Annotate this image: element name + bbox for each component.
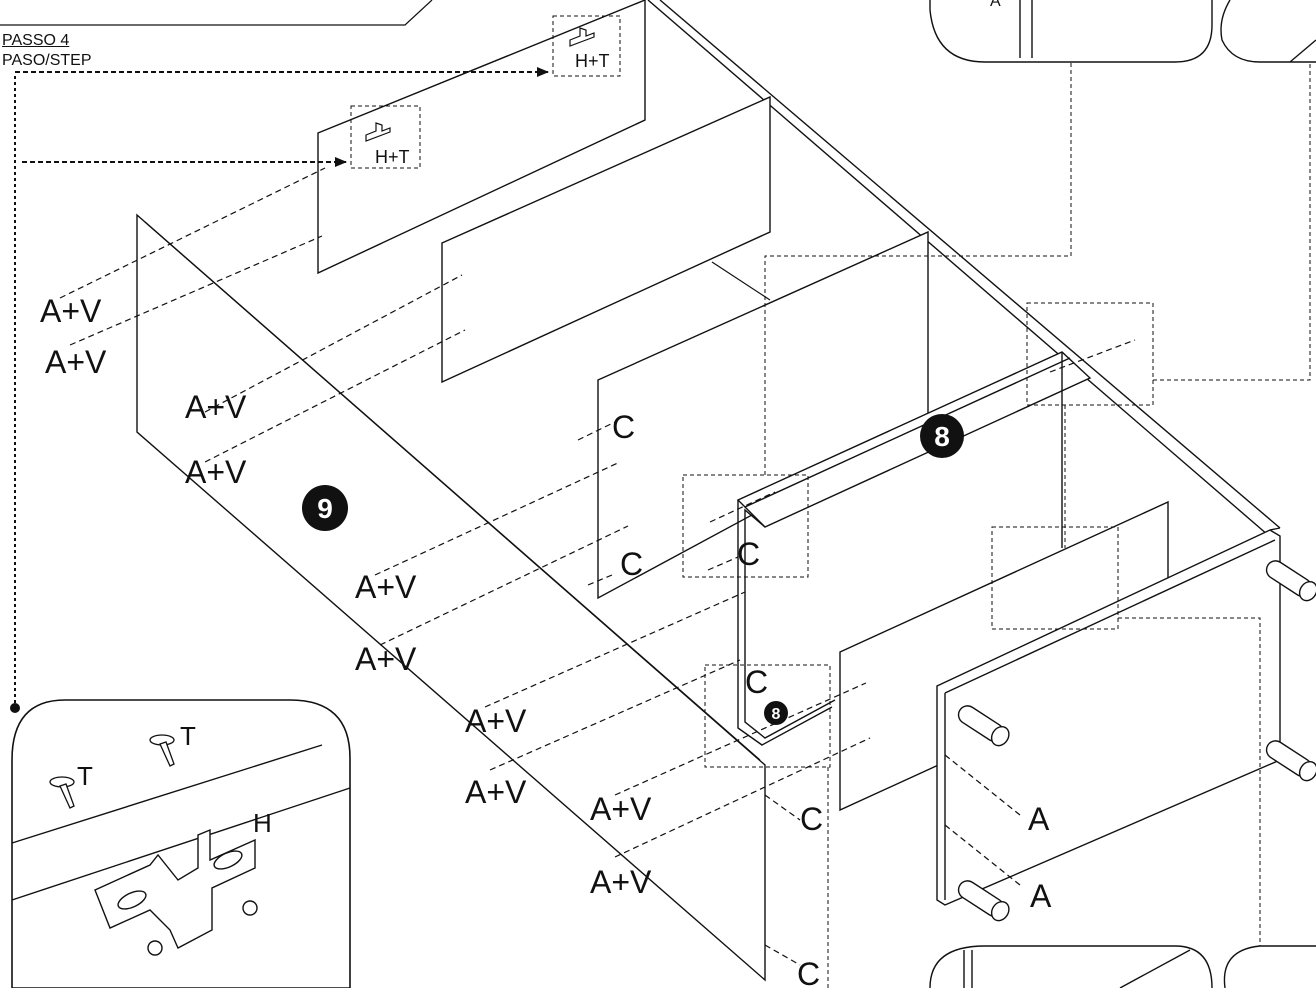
shelf-8 xyxy=(736,351,1092,548)
dowel-glue-label: A+V xyxy=(355,569,417,605)
front-c-frame xyxy=(737,500,836,746)
hinge-small-icon xyxy=(365,27,595,142)
screw-icon xyxy=(49,734,175,809)
dowel-glue-label: A+V xyxy=(185,389,247,425)
cam-label: C xyxy=(797,956,820,988)
cam-label: C xyxy=(620,546,643,582)
top-inset-bubbles xyxy=(929,0,1316,63)
cam-labels: C C C C C C xyxy=(612,409,823,988)
part-badge-9 xyxy=(302,485,348,531)
hinge-inset-bubble xyxy=(11,699,351,988)
hinge-labels: H+T H+T xyxy=(375,51,610,167)
step-subtitle: PASO/STEP xyxy=(2,52,92,69)
cam-label: C xyxy=(737,536,760,572)
right-side-panel xyxy=(936,527,1281,906)
inset-labels: T T H xyxy=(77,721,272,838)
dowel-glue-label: A+V xyxy=(40,293,102,329)
part-badge-8 xyxy=(920,414,964,458)
dowel-labels: A A A xyxy=(990,0,1052,914)
part-number-9: 9 xyxy=(317,493,333,524)
inset-leaders xyxy=(10,67,549,713)
dowel-glue-label: A+V xyxy=(355,641,417,677)
middle-panel xyxy=(441,95,771,384)
header-frame-line xyxy=(0,0,433,26)
dowel-label: A xyxy=(1030,878,1052,914)
hinge-icon xyxy=(94,828,258,956)
part-number-8-small: 8 xyxy=(772,706,781,723)
cam-label: C xyxy=(800,801,823,837)
inset-hinge-label: H xyxy=(253,808,272,838)
dowel-glue-label: A+V xyxy=(590,791,652,827)
detail-boxes xyxy=(350,15,1311,988)
dowel-guide-lines xyxy=(59,167,1136,966)
hinge-label-upper: H+T xyxy=(375,147,410,167)
bottom-inset-bubbles xyxy=(929,945,1316,988)
back-panel-upper xyxy=(317,0,646,275)
inset-screw-label: T xyxy=(180,721,196,751)
dowel-glue-label: A+V xyxy=(45,344,107,380)
top-panel xyxy=(647,0,1281,536)
dowel-label: A xyxy=(1028,801,1050,837)
inset-screw-label: T xyxy=(77,761,93,791)
part-number-8: 8 xyxy=(934,421,950,452)
dowel-pins xyxy=(957,560,1316,922)
dowel-glue-labels: A+V A+V A+V A+V A+V A+V A+V A+V A+V A+V xyxy=(40,293,652,900)
top-inset-letter: A xyxy=(990,0,1001,10)
dowel-glue-label: A+V xyxy=(465,774,527,810)
dowel-glue-label: A+V xyxy=(590,864,652,900)
part-badges: 9 8 8 xyxy=(302,414,964,725)
dowel-glue-label: A+V xyxy=(185,454,247,490)
dowel-glue-label: A+V xyxy=(465,703,527,739)
cam-label: C xyxy=(612,409,635,445)
cam-label: C xyxy=(745,664,768,700)
part-badge-8-small xyxy=(764,701,788,725)
step-title: PASSO 4 xyxy=(2,32,70,49)
hinge-label-top: H+T xyxy=(575,51,610,71)
